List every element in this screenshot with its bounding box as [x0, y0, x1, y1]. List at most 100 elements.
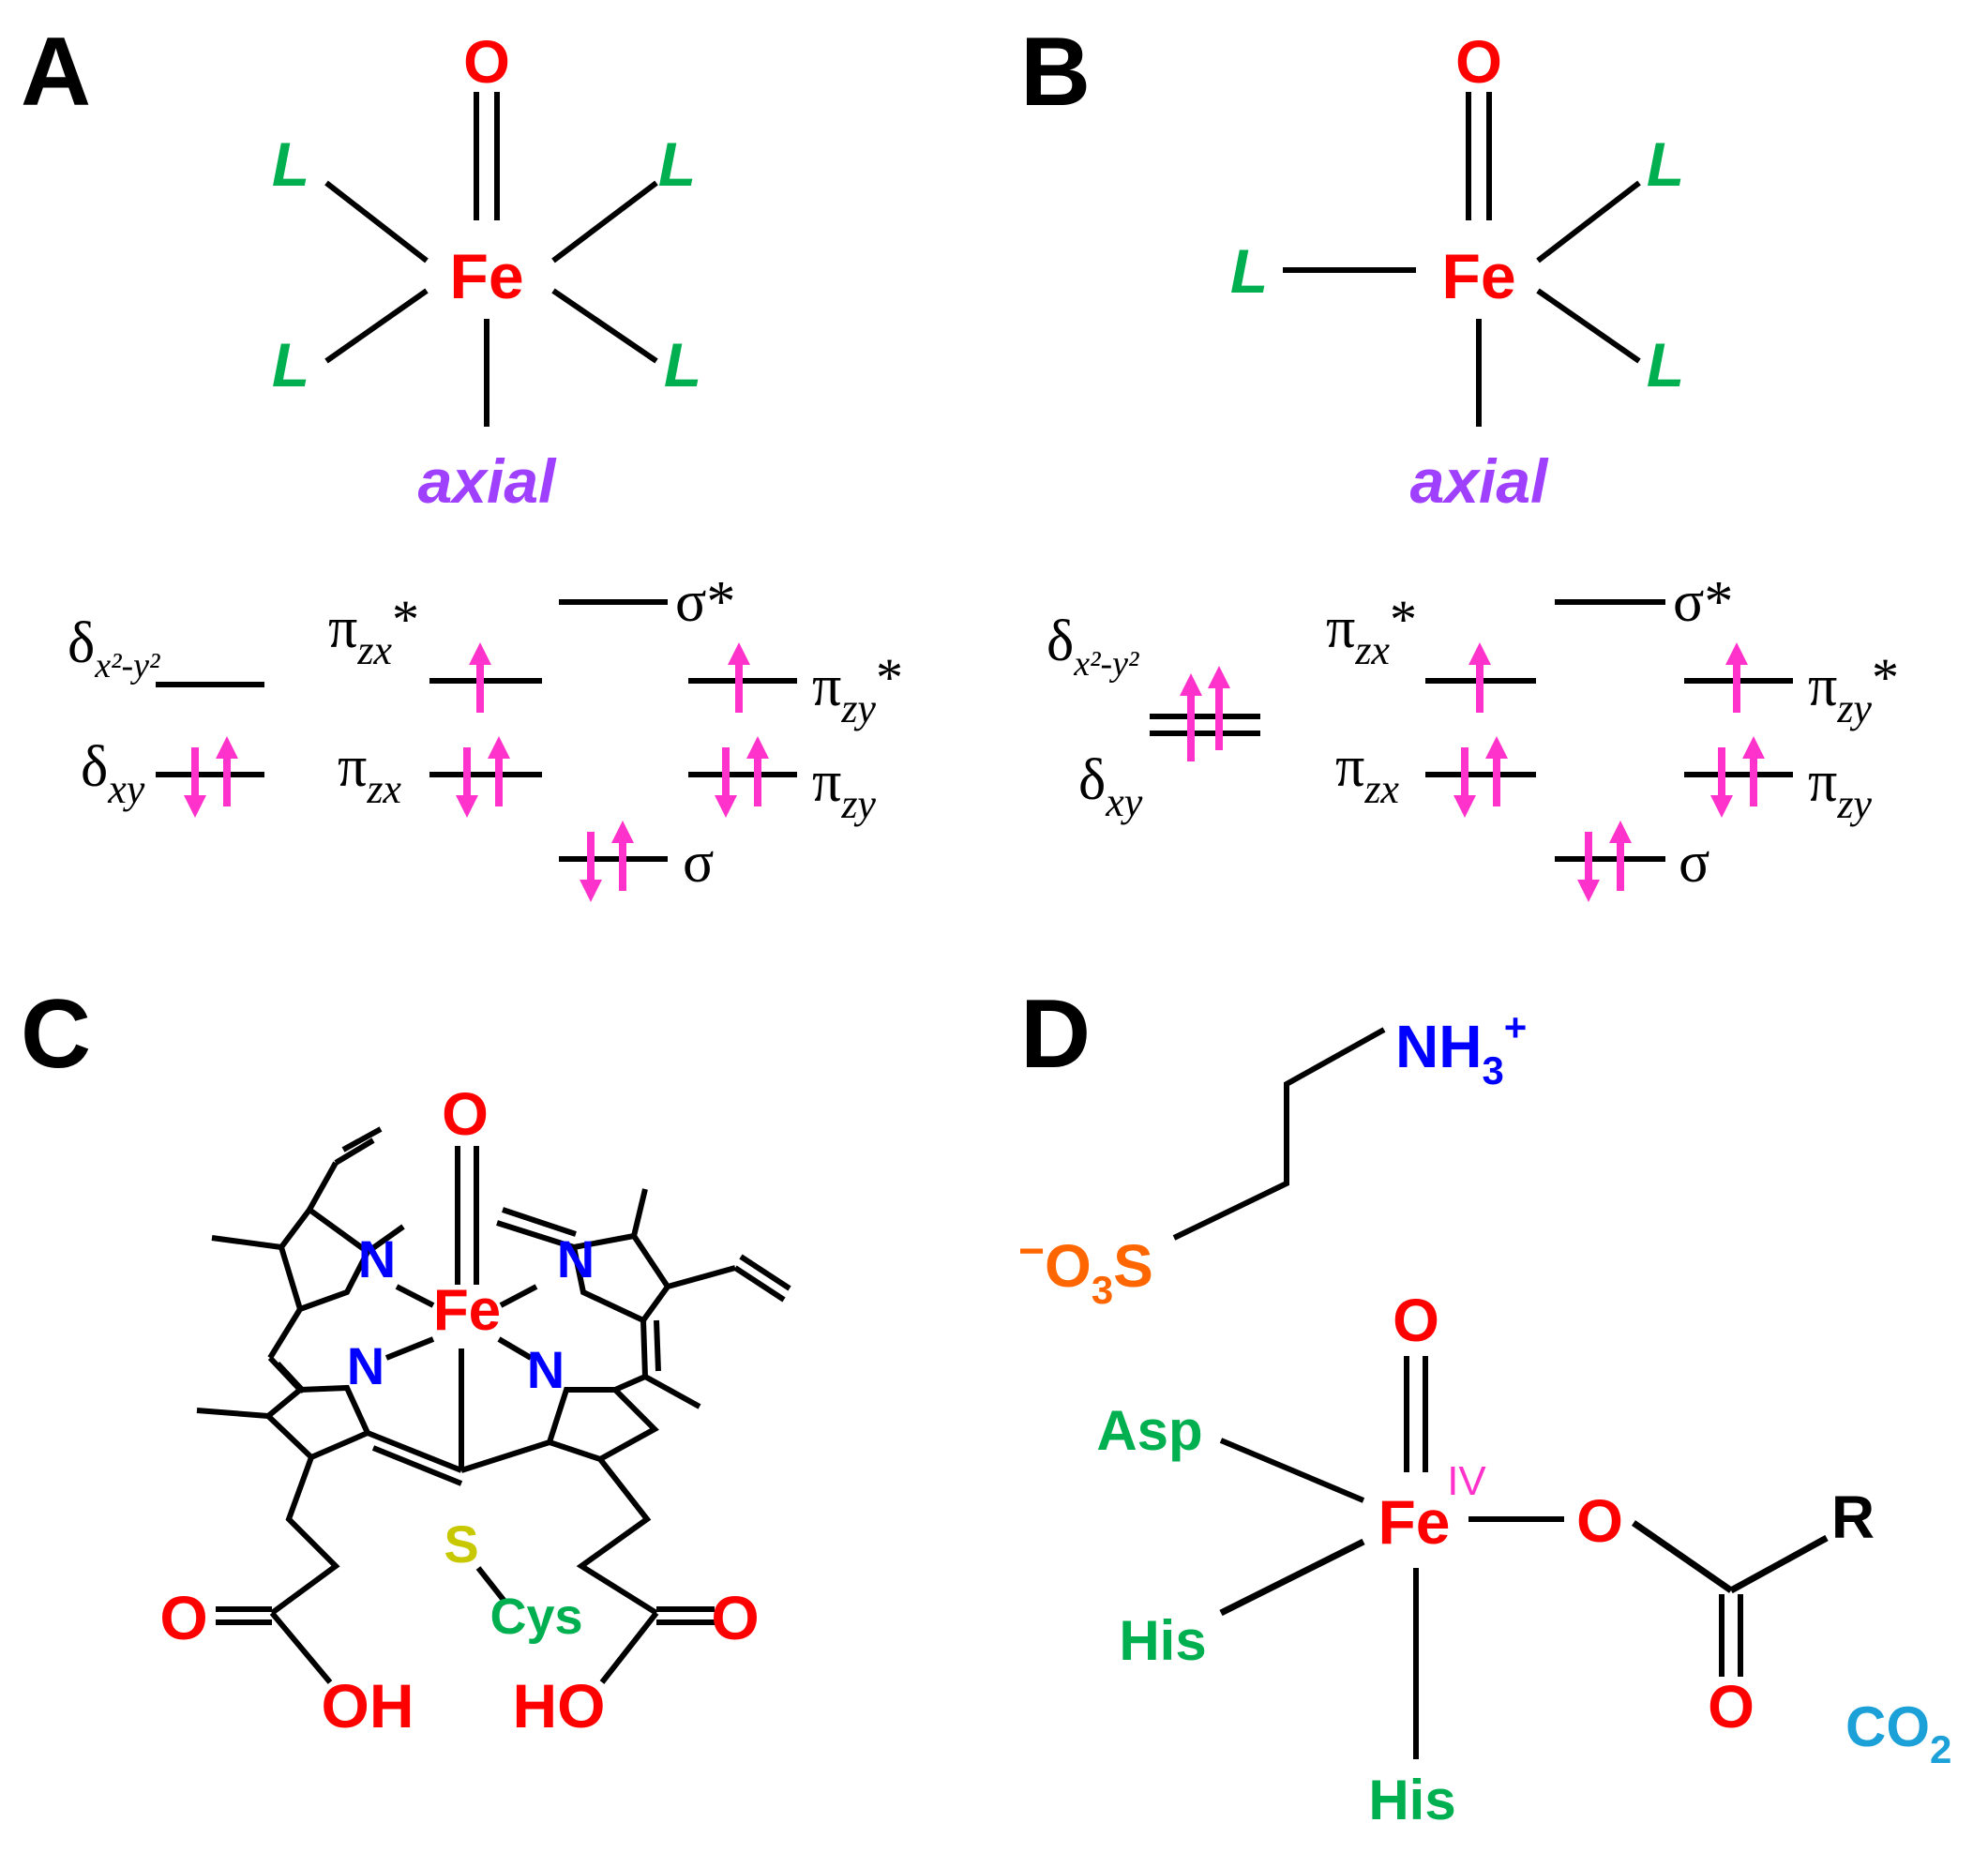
panel-b: B O Fe L L L axial — [1020, 18, 1899, 902]
oh-right: HO — [513, 1671, 606, 1740]
axial-label-b: axial — [1410, 446, 1549, 516]
mo-diagram-a: δx²-y² δxy πzx* πzx σ* πzy* πzy σ — [68, 570, 903, 902]
carboxylate-o-bridge: O — [1576, 1487, 1623, 1555]
acid-o-left: O — [159, 1583, 207, 1652]
taurine-chain — [1172, 1027, 1386, 1241]
vinyl-ur-1 — [667, 1265, 736, 1289]
meso-bottom-l — [366, 1430, 463, 1473]
methyl-ul — [211, 1235, 282, 1250]
r-group-label: R — [1831, 1484, 1875, 1551]
label-dx2y2-b: δx²-y² — [1047, 610, 1139, 684]
vinyl-ul-2 — [334, 1137, 375, 1166]
label-sigma-star-a: σ* — [675, 570, 735, 634]
asp-label: Asp — [1096, 1399, 1202, 1462]
ligand-left-b: L — [1230, 236, 1268, 306]
propionate-left-oh — [269, 1611, 333, 1684]
panel-c-label: C — [21, 980, 91, 1089]
ammonium-label: NH3+ — [1395, 1005, 1527, 1092]
acid-o-right: O — [711, 1583, 759, 1652]
fe-n-lr — [497, 1336, 533, 1361]
ligand-lr-a: L — [664, 330, 701, 399]
fe-n-ul — [395, 1284, 435, 1308]
ligand-ur-b: L — [1647, 129, 1684, 199]
bond-fe-l-lr-a — [551, 288, 658, 364]
label-pizx-star-b: πzx* — [1326, 589, 1417, 673]
panel-d: D NH3+ −O3S O Fe IV Asp His His O O R CO… — [1018, 980, 1951, 1831]
ring-ul-link — [366, 1224, 405, 1255]
fe-label-d: Fe — [1378, 1487, 1450, 1557]
mo-diagram-b: δx²-y² δxy πzx* πzx σ* πzy* πzy σ — [1047, 570, 1899, 902]
bond-fe-asp — [1219, 1438, 1365, 1503]
meso-bottom-r — [460, 1439, 550, 1473]
bond-fe-l-lr-b — [1536, 288, 1641, 364]
meso-right-dbl — [654, 1319, 661, 1372]
ligand-lr-b: L — [1647, 330, 1684, 399]
label-pizx-star-a: πzx* — [328, 589, 419, 673]
oxidation-state-label: IV — [1447, 1458, 1486, 1504]
his-label-1: His — [1119, 1609, 1206, 1672]
oxo-o-c: O — [442, 1080, 489, 1148]
fe-n-ur — [499, 1284, 538, 1308]
vinyl-ul-dbl — [341, 1126, 383, 1152]
methyl-lr — [643, 1374, 701, 1409]
propionate-right-chain — [576, 1457, 658, 1616]
n-ur: N — [557, 1229, 595, 1288]
oxo-o-d: O — [1393, 1287, 1439, 1354]
pyrrole-ul — [278, 1205, 370, 1313]
oxo-o-a: O — [463, 28, 510, 96]
bond-fe-l-ur-a — [551, 180, 658, 264]
propionate-left-chain — [270, 1455, 340, 1616]
axial-label-a: axial — [418, 446, 557, 516]
cys-label: Cys — [489, 1589, 582, 1645]
electrons-b — [1180, 642, 1765, 902]
ligand-ll-a: L — [272, 330, 309, 399]
co2-label: CO2 — [1845, 1695, 1951, 1771]
s-label: S — [444, 1514, 478, 1574]
carboxylate-o-carbonyl: O — [1708, 1673, 1755, 1740]
meso-right-2 — [613, 1374, 647, 1393]
label-pizx-b: πzx — [1335, 735, 1399, 812]
pyrrole-ur — [571, 1232, 671, 1324]
meso-top — [496, 1220, 575, 1250]
label-pizy-star-a: πzy* — [812, 647, 903, 731]
label-sigma-star-b: σ* — [1673, 570, 1733, 634]
meso-top-dbl — [502, 1207, 577, 1237]
label-dx2y2-a: δx²-y² — [68, 611, 160, 685]
meso-right-1 — [640, 1319, 648, 1378]
fe-label-b: Fe — [1441, 241, 1515, 312]
bond-fe-l-ul-a — [324, 180, 429, 264]
bond-fe-l-ll-a — [324, 288, 429, 364]
pyrrole-lr — [546, 1387, 659, 1463]
label-pizy-b: πzy — [1808, 750, 1872, 827]
propionate-right-oh — [599, 1611, 659, 1684]
label-dxy-a: δxy — [81, 735, 145, 812]
label-pizy-a: πzy — [812, 750, 876, 827]
double-bond-lines — [216, 1126, 791, 1625]
bond-fe-his-1 — [1219, 1538, 1365, 1617]
porphyrin-skeleton — [196, 1137, 786, 1684]
vinyl-ul-1 — [307, 1161, 339, 1212]
label-pizy-star-b: πzy* — [1808, 647, 1899, 731]
panel-a-label: A — [21, 18, 91, 127]
panel-c: C — [21, 980, 791, 1740]
s-cys-bond — [475, 1566, 509, 1605]
meso-left-dbl — [275, 1361, 307, 1394]
label-sigma-b: σ — [1679, 831, 1709, 895]
n-ul: N — [358, 1229, 396, 1288]
vinyl-ur-dbl — [739, 1254, 791, 1291]
label-pizx-a: πzx — [338, 735, 401, 812]
bond-o-c — [1632, 1520, 1733, 1593]
fe-label-a: Fe — [449, 241, 523, 312]
panel-d-label: D — [1020, 980, 1091, 1089]
panel-a: A O Fe L L L L axial — [21, 18, 903, 902]
methyl-ll — [196, 1408, 269, 1419]
ligand-ur-a: L — [658, 129, 696, 199]
n-lr: N — [527, 1340, 565, 1399]
n-ll: N — [347, 1336, 384, 1395]
sulfonate-label: −O3S — [1018, 1227, 1153, 1312]
vinyl-ur-2 — [733, 1265, 786, 1303]
label-dxy-b: δxy — [1078, 748, 1143, 825]
oxo-o-b: O — [1455, 28, 1502, 96]
